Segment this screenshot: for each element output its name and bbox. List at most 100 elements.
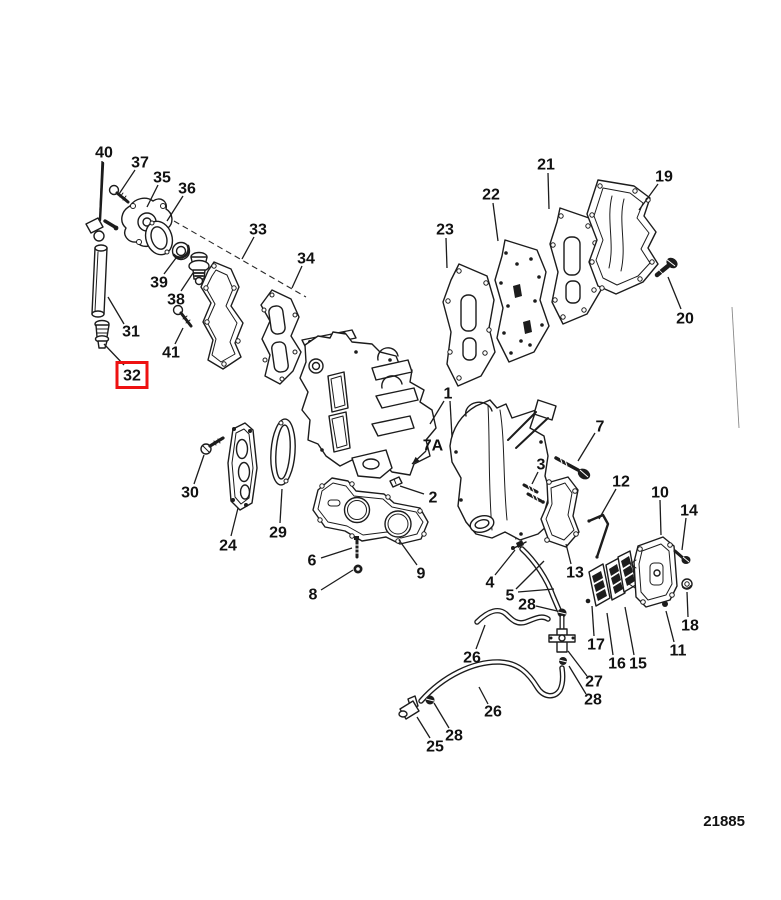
part-label-16[interactable]: 16 bbox=[608, 656, 626, 673]
leader-line-41 bbox=[174, 327, 184, 345]
exhaust-cover-plates-art bbox=[442, 179, 678, 387]
part-2-dowel-art bbox=[389, 476, 403, 488]
part-label-3[interactable]: 3 bbox=[537, 457, 546, 474]
leader-line-5 bbox=[517, 588, 555, 593]
leader-line-24 bbox=[230, 507, 239, 537]
part-33-cover-art bbox=[200, 261, 244, 370]
leader-line-37 bbox=[118, 169, 136, 195]
part-36-gasket-art bbox=[144, 220, 174, 256]
leader-line-14 bbox=[681, 517, 687, 551]
leader-arrowhead-7A bbox=[412, 456, 420, 464]
part-6-stud-art bbox=[354, 536, 360, 559]
part-17-reed-stop-art bbox=[585, 563, 611, 607]
part-label-17[interactable]: 17 bbox=[587, 637, 605, 654]
part-label-28-a[interactable]: 28 bbox=[518, 597, 536, 614]
part-label-27[interactable]: 27 bbox=[585, 674, 603, 691]
part-label-38[interactable]: 38 bbox=[167, 292, 185, 309]
leader-line-25 bbox=[416, 716, 431, 739]
part-label-5[interactable]: 5 bbox=[506, 588, 515, 605]
part-label-14[interactable]: 14 bbox=[680, 503, 698, 520]
part-37-bolt-art bbox=[108, 184, 130, 204]
part-3-studs-art bbox=[522, 483, 543, 503]
part-label-25[interactable]: 25 bbox=[426, 739, 444, 756]
part-14-bolt-art bbox=[673, 549, 691, 564]
part-label-13[interactable]: 13 bbox=[566, 565, 584, 582]
part-label-36[interactable]: 36 bbox=[178, 181, 196, 198]
part-label-30[interactable]: 30 bbox=[181, 485, 199, 502]
part-8-nut-art bbox=[353, 564, 363, 574]
part-label-1[interactable]: 1 bbox=[444, 386, 453, 403]
leader-line-6 bbox=[320, 547, 353, 559]
part-38-thermostat-art bbox=[188, 251, 210, 286]
part-label-37[interactable]: 37 bbox=[131, 155, 149, 172]
part-label-33[interactable]: 33 bbox=[249, 222, 267, 239]
part-26-upper-hose-art bbox=[474, 607, 551, 626]
part-label-24[interactable]: 24 bbox=[219, 538, 237, 555]
part-34-gasket-art bbox=[260, 289, 302, 385]
part-label-7[interactable]: 7 bbox=[596, 419, 605, 436]
part-label-11[interactable]: 11 bbox=[670, 643, 687, 660]
leader-line-33 bbox=[241, 236, 255, 260]
leader-line-2 bbox=[399, 485, 425, 495]
part-label-2[interactable]: 2 bbox=[429, 490, 438, 507]
part-label-26-b[interactable]: 26 bbox=[484, 704, 502, 721]
part-9-base-gasket-art bbox=[312, 477, 429, 545]
leader-line-8 bbox=[320, 569, 354, 591]
part-label-32[interactable]: 32 bbox=[123, 368, 141, 385]
part-27-tee-fitting-art bbox=[548, 614, 576, 653]
part-7-bolt-art bbox=[554, 456, 591, 480]
leader-line-40 bbox=[99, 160, 103, 211]
leader-line-1 bbox=[429, 400, 445, 425]
part-label-4[interactable]: 4 bbox=[486, 575, 495, 592]
leader-line-20 bbox=[667, 276, 682, 310]
part-label-15[interactable]: 15 bbox=[629, 656, 647, 673]
part-21-gasket-art bbox=[549, 207, 602, 325]
leader-line-35 bbox=[146, 184, 159, 208]
leader-line-27 bbox=[567, 650, 588, 677]
leader-line-3 bbox=[531, 471, 539, 485]
part-label-29[interactable]: 29 bbox=[269, 525, 287, 542]
leader-line-7 bbox=[577, 432, 596, 462]
part-label-22[interactable]: 22 bbox=[482, 187, 500, 204]
part-label-41[interactable]: 41 bbox=[162, 345, 180, 362]
part-label-31[interactable]: 31 bbox=[122, 324, 140, 341]
part-label-20[interactable]: 20 bbox=[676, 311, 694, 328]
part-label-39[interactable]: 39 bbox=[150, 275, 168, 292]
part-label-28-b[interactable]: 28 bbox=[584, 692, 602, 709]
part-41-bolt-art bbox=[172, 304, 193, 328]
part-label-35[interactable]: 35 bbox=[153, 170, 171, 187]
part-label-8[interactable]: 8 bbox=[309, 587, 318, 604]
part-label-40[interactable]: 40 bbox=[95, 145, 113, 162]
leader-line-13 bbox=[565, 543, 572, 565]
bypass-covers-art bbox=[200, 418, 363, 574]
part-label-21[interactable]: 21 bbox=[537, 157, 555, 174]
part-label-23[interactable]: 23 bbox=[436, 222, 454, 239]
part-22-divider-plate-art bbox=[494, 239, 550, 363]
part-label-28-c[interactable]: 28 bbox=[445, 728, 463, 745]
part-label-7A[interactable]: 7A bbox=[423, 438, 444, 455]
part-label-18[interactable]: 18 bbox=[681, 618, 699, 635]
leader-line-28-a bbox=[535, 605, 558, 612]
part-label-9[interactable]: 9 bbox=[417, 566, 426, 583]
leader-line-30 bbox=[193, 454, 205, 485]
leader-line-17 bbox=[591, 605, 595, 637]
leader-line-38 bbox=[180, 272, 194, 292]
drawing-number: 21885 bbox=[703, 813, 745, 830]
leader-line-21 bbox=[547, 172, 550, 210]
part-label-26-a[interactable]: 26 bbox=[463, 650, 481, 667]
part-1-cylinder-block-half-art bbox=[299, 329, 437, 479]
part-label-34[interactable]: 34 bbox=[297, 251, 315, 268]
callout-layer: 4037353633343938314132232221192017A23730… bbox=[95, 145, 699, 756]
leader-line-23 bbox=[445, 237, 448, 269]
part-31-tube-art bbox=[91, 244, 108, 318]
part-28c-clamp-art bbox=[425, 695, 435, 705]
part-label-10[interactable]: 10 bbox=[651, 485, 669, 502]
part-5-fuel-hose-art bbox=[519, 546, 562, 613]
part-28a-clamp-art bbox=[557, 608, 567, 618]
part-label-12[interactable]: 12 bbox=[612, 474, 630, 491]
part-label-19[interactable]: 19 bbox=[655, 169, 673, 186]
part-label-6[interactable]: 6 bbox=[308, 553, 317, 570]
part-29-gasket-art bbox=[270, 418, 296, 486]
part-24-cover-art bbox=[227, 422, 258, 511]
